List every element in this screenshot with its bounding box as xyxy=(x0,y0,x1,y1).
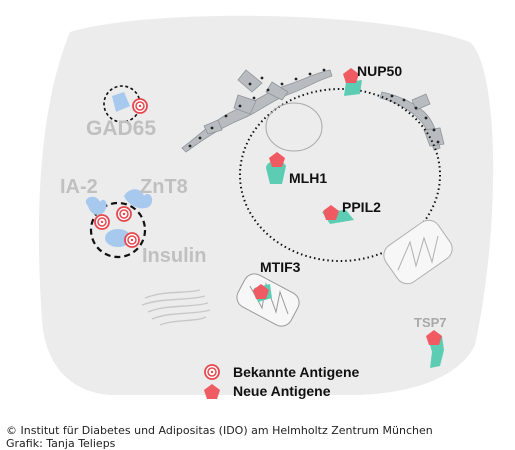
insulin-protein xyxy=(105,229,131,247)
golgi-apparatus xyxy=(141,289,211,326)
mitochondrion-right xyxy=(383,219,453,285)
ia2-protein xyxy=(85,196,107,215)
new-antigen-ppil2 xyxy=(322,205,354,224)
label-mtif3: MTIF3 xyxy=(260,259,301,275)
insulin-granule xyxy=(89,201,147,259)
label-ppil2: PPIL2 xyxy=(342,199,381,215)
nucleus xyxy=(239,88,441,262)
credit-institute: © Institut für Diabetes und Adipositas (… xyxy=(6,424,433,437)
znt8-protein xyxy=(124,189,153,209)
label-insulin: Insulin xyxy=(142,245,206,267)
label-ia2: IA-2 xyxy=(60,176,98,198)
legend: Bekannte Antigene Neue Antigene xyxy=(204,364,359,399)
legend-new-icon xyxy=(204,384,220,399)
known-antigen-gad65 xyxy=(132,98,148,114)
new-antigen-tsp7 xyxy=(426,330,444,368)
gad65-protein xyxy=(112,92,130,112)
label-znt8: ZnT8 xyxy=(140,176,188,198)
legend-new-label: Neue Antigene xyxy=(233,383,331,399)
label-nup50: NUP50 xyxy=(357,63,402,79)
label-mlh1: MLH1 xyxy=(289,170,327,186)
known-antigen-insulin xyxy=(124,232,140,248)
legend-known-label: Bekannte Antigene xyxy=(233,364,359,380)
new-antigen-nup50 xyxy=(343,68,362,96)
label-tsp7: TSP7 xyxy=(414,315,447,330)
new-antigen-mtif3 xyxy=(253,284,272,302)
cell-body xyxy=(38,15,494,396)
new-antigen-mlh1 xyxy=(266,152,286,184)
known-antigen-ia2 xyxy=(94,214,110,230)
credit-graphic: Grafik: Tanja Telieps xyxy=(6,437,116,450)
ribosomes xyxy=(188,68,440,148)
known-antigen-znt8 xyxy=(116,206,132,222)
legend-known-icon xyxy=(204,364,220,380)
nucleolus xyxy=(265,102,323,152)
label-gad65: GAD65 xyxy=(86,117,156,140)
